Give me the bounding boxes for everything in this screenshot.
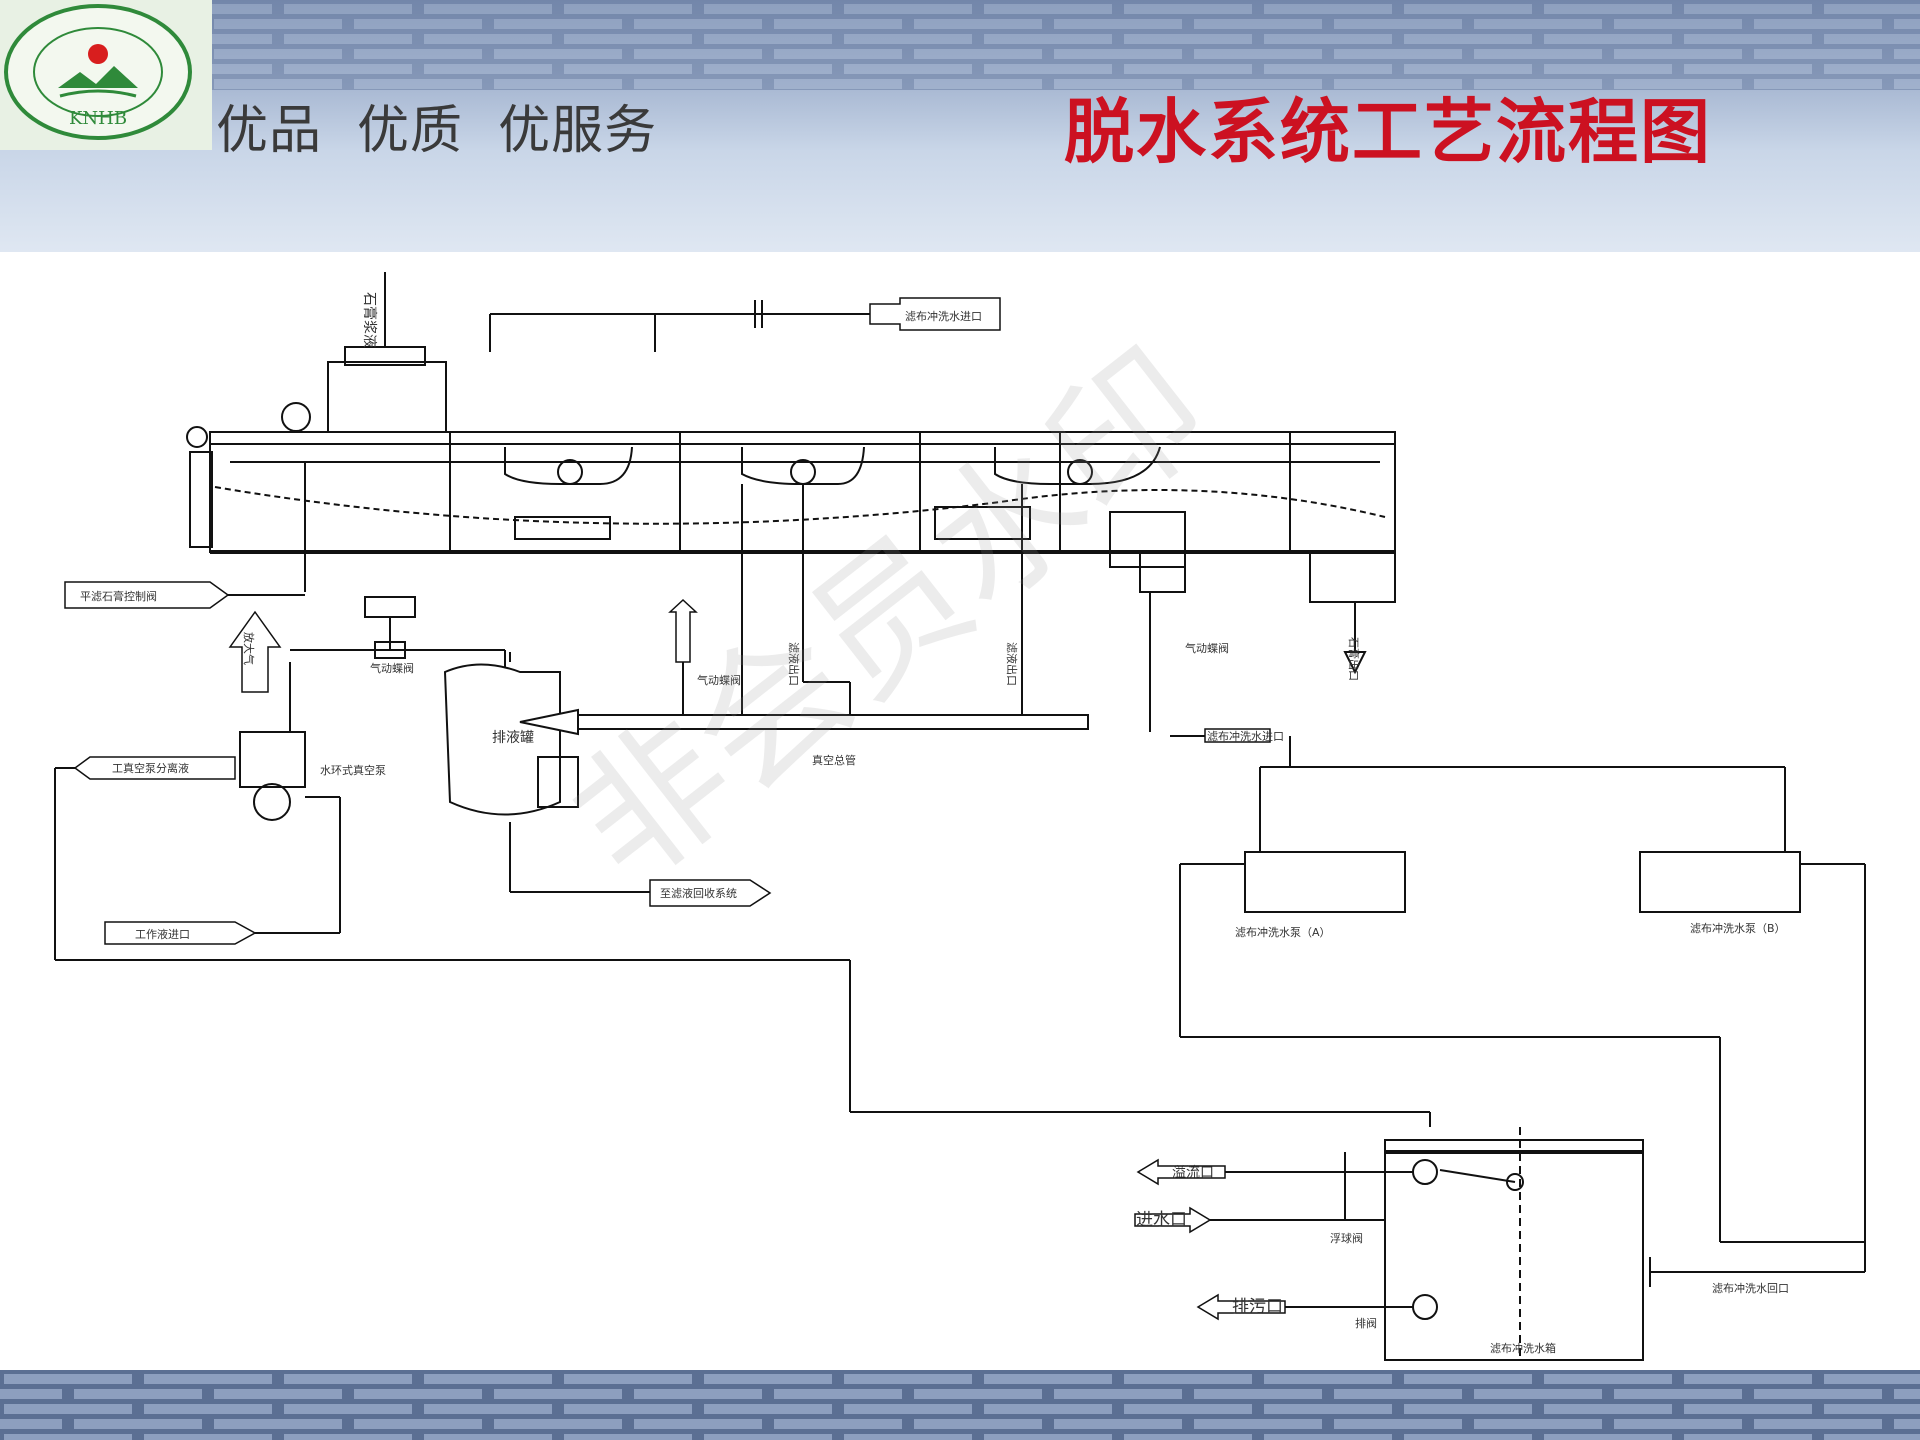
- separator-tank: [443, 663, 561, 816]
- wash-water-tank: [1384, 1139, 1644, 1361]
- label-pump-b: 滤布冲洗水泵（B）: [1690, 921, 1786, 935]
- label-drain-tank: 排液罐: [492, 730, 534, 746]
- label-tank-return: 滤布冲洗水回口: [1712, 1281, 1789, 1295]
- label-water-ring-pump: 水环式真空泵: [320, 763, 386, 777]
- label-water-inlet: 进水口: [1136, 1210, 1187, 1230]
- slogan: 优品 优质 优服务: [216, 101, 658, 161]
- label-filtrate-1: 滤液出口: [787, 642, 801, 686]
- label-work-fluid-inlet: 工作液进口: [135, 927, 190, 941]
- vacuum-pump: [239, 731, 306, 788]
- logo-text: KNHB: [69, 108, 127, 129]
- label-float-valve: 浮球阀: [1330, 1231, 1363, 1245]
- label-gypsum-valve: 平滤石膏控制阀: [80, 589, 157, 603]
- label-pump-a: 滤布冲洗水泵（A）: [1235, 925, 1331, 939]
- label-vacuum-main: 真空总管: [812, 753, 856, 767]
- company-logo: KNHB: [0, 0, 212, 150]
- label-slurry-inlet: 石膏浆液: [361, 292, 378, 348]
- feed-box: [327, 361, 447, 433]
- pump-a: [1244, 851, 1406, 913]
- label-drain-valve: 排阀: [1355, 1316, 1377, 1330]
- footer-brick-pattern: [0, 1370, 1920, 1440]
- label-work-vacuum-exit: 工真空泵分离液: [112, 761, 189, 775]
- brick-pattern: [0, 0, 1920, 90]
- label-wash-inlet: 滤布冲洗水进口: [905, 309, 982, 323]
- label-gas-valve-2: 气动蝶阀: [697, 673, 741, 687]
- label-drain-outlet: 排污口: [1232, 1297, 1283, 1317]
- label-gas-valve-3: 气动蝶阀: [1185, 641, 1229, 655]
- page-title: 脱水系统工艺流程图: [1064, 91, 1712, 173]
- logo-emblem: KNHB: [4, 4, 192, 140]
- label-gas-valve: 气动蝶阀: [370, 661, 414, 675]
- header-band: KNHB 优品 优质 优服务 脱水系统工艺流程图: [0, 0, 1920, 252]
- footer-band: [0, 1370, 1920, 1440]
- label-wash-tank-outlet: 滤布冲洗水进口: [1207, 729, 1284, 743]
- label-overflow: 溢流口: [1172, 1165, 1214, 1181]
- label-gypsum-outlet: 石膏出口: [1347, 637, 1361, 681]
- label-air: 放大气: [242, 632, 256, 665]
- label-filtrate-2: 滤液出口: [1005, 642, 1019, 686]
- process-flow-diagram: 石膏浆液 滤布冲洗水进口 平滤石膏控制阀 放大气 气动蝶阀 工真空泵分离液 水环…: [54, 272, 1866, 1361]
- flow-diagram-area: 石膏浆液 滤布冲洗水进口 平滤石膏控制阀 放大气 气动蝶阀 工真空泵分离液 水环…: [0, 252, 1920, 1370]
- vacuum-main-pipe: [577, 714, 1089, 730]
- label-tank: 滤布冲洗水箱: [1490, 1341, 1556, 1355]
- pump-b: [1639, 851, 1801, 913]
- label-to-recovery: 至滤液回收系统: [660, 886, 737, 900]
